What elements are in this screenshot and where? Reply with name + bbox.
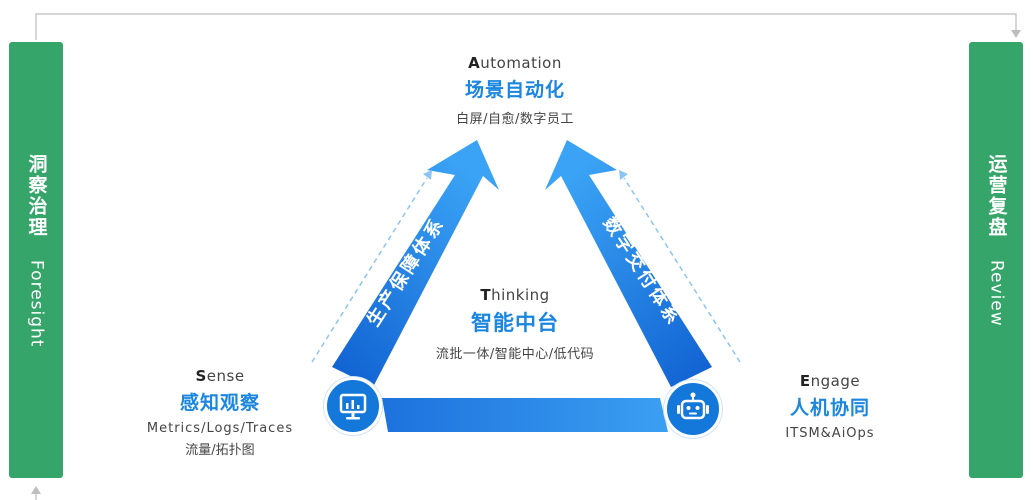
- review-bar: 运营复盘 Review: [969, 42, 1023, 478]
- left-dashed-arrow: [311, 177, 428, 363]
- foresight-cn-label: 洞察治理: [25, 154, 48, 238]
- sense-node: Sense 感知观察 Metrics/Logs/Traces 流量/拓扑图: [122, 367, 318, 458]
- foresight-bar: 洞察治理 Foresight: [9, 42, 63, 478]
- right-dashed-arrow: [623, 177, 741, 363]
- monitor-icon: [324, 377, 382, 435]
- review-en-label: Review: [986, 260, 1007, 327]
- robot-icon: [664, 380, 722, 438]
- automation-cn-title: 场景自动化: [464, 79, 565, 101]
- thinking-node: Thinking 智能中台 流批一体/智能中心/低代码: [420, 286, 610, 362]
- foresight-en-label: Foresight: [26, 260, 47, 348]
- sense-cn-title: 感知观察: [179, 392, 260, 414]
- engage-subtitle: ITSM&AiOps: [785, 426, 875, 441]
- loop-top-line: [35, 13, 1017, 40]
- thinking-subtitle: 流批一体/智能中心/低代码: [435, 347, 595, 362]
- bottom-band: [382, 398, 668, 432]
- sense-en-title: Sense: [195, 367, 245, 385]
- sense-subtitle-2: 流量/拓扑图: [185, 443, 255, 458]
- automation-en-title: Automation: [468, 54, 562, 72]
- left-arrow: [332, 140, 499, 387]
- sense-subtitle: Metrics/Logs/Traces: [146, 421, 294, 436]
- review-cn-label: 运营复盘: [985, 154, 1008, 238]
- thinking-en-title: Thinking: [480, 286, 550, 304]
- engage-en-title: Engage: [799, 372, 861, 390]
- engage-node: Engage 人机协同 ITSM&AiOps: [760, 372, 900, 441]
- engage-cn-title: 人机协同: [789, 397, 870, 419]
- loop-left-arrowhead: [31, 486, 41, 494]
- automation-node: Automation 场景自动化 白屏/自愈/数字员工: [430, 54, 600, 127]
- loop-right-arrowhead: [1011, 30, 1021, 38]
- thinking-cn-title: 智能中台: [471, 311, 559, 335]
- automation-subtitle: 白屏/自愈/数字员工: [456, 112, 574, 127]
- right-arrow: [545, 140, 712, 387]
